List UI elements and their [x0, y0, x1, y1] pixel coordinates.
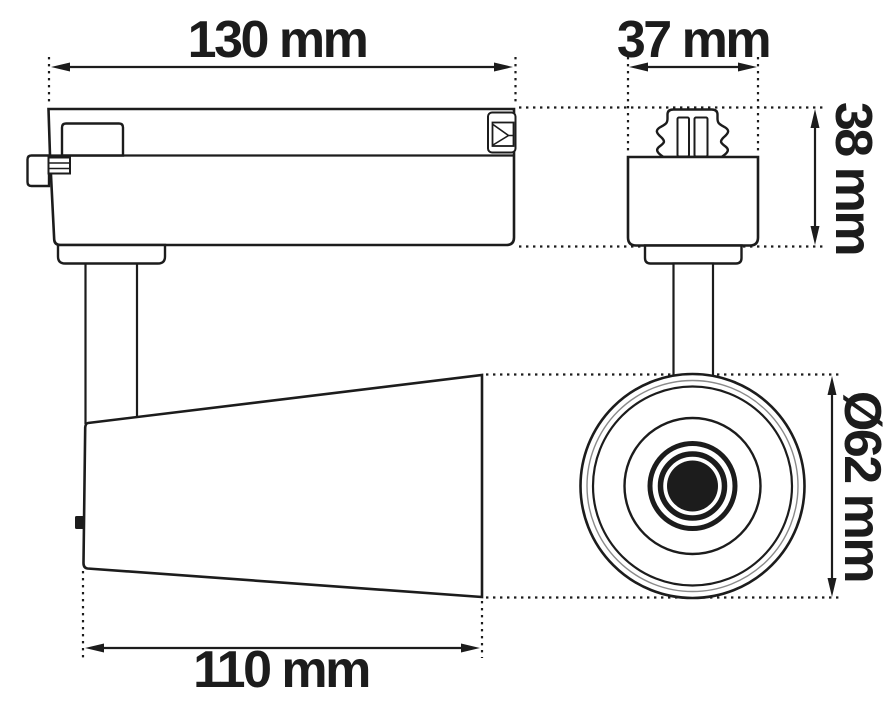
- lamp-body-cone: [82, 373, 484, 599]
- dim-label-adapter-height: 38 mm: [824, 102, 882, 255]
- stem-front: [672, 262, 715, 378]
- arrowhead-up-icon: [810, 109, 820, 128]
- stem-side: [84, 263, 139, 424]
- switch-nub: [75, 516, 84, 529]
- arrowhead-up-icon: [827, 376, 837, 395]
- pivot-shoulder-front: [643, 244, 743, 265]
- adapter-body-front: [626, 155, 760, 247]
- arrowhead-left-icon: [85, 643, 104, 653]
- dimension-adapter-height: 38 mm: [810, 102, 882, 255]
- head-bezel-ring: [591, 385, 794, 587]
- dim-label-body-length: 110 mm: [193, 641, 369, 699]
- pivot-shoulder-side: [56, 243, 167, 265]
- reflector-ring: [623, 416, 762, 556]
- track-connector: [655, 108, 730, 159]
- arrowhead-down-icon: [827, 578, 837, 597]
- lock-lever-wedge: [492, 123, 514, 146]
- dimension-adapter-length: 130 mm: [51, 11, 513, 72]
- arrowhead-right-icon: [461, 643, 480, 653]
- arrowhead-left-icon: [51, 62, 70, 72]
- mounting-clip: [26, 154, 51, 188]
- arrowhead-right-icon: [494, 62, 513, 72]
- lens-ring-outer: [647, 441, 738, 531]
- dim-label-adapter-length: 130 mm: [188, 11, 367, 69]
- side-view: [26, 107, 517, 599]
- head-rim-ring-thin: [586, 379, 799, 593]
- arrowhead-down-icon: [810, 226, 820, 245]
- arrowhead-right-icon: [738, 62, 757, 72]
- dimension-head-diameter: Ø62 mm: [827, 376, 891, 597]
- arrowhead-left-icon: [629, 62, 648, 72]
- clip-contact-strips: [48, 162, 70, 170]
- front-view: [579, 108, 806, 600]
- dimension-head-width: 37 mm: [617, 11, 772, 72]
- adapter-tab: [60, 122, 125, 157]
- clip-contact-block: [47, 156, 71, 175]
- lens-ring-inner: [657, 451, 728, 521]
- dim-label-head-diameter: Ø62 mm: [833, 391, 891, 581]
- dim-label-head-width: 37 mm: [617, 11, 770, 69]
- lamp-head-front: [579, 372, 806, 600]
- lens-center: [667, 460, 718, 512]
- dimension-body-length: 110 mm: [85, 641, 480, 699]
- connector-prong-right: [693, 116, 709, 158]
- lock-lever-window: [491, 121, 515, 147]
- connector-prong-left: [676, 116, 690, 158]
- track-adapter-side: [47, 107, 516, 247]
